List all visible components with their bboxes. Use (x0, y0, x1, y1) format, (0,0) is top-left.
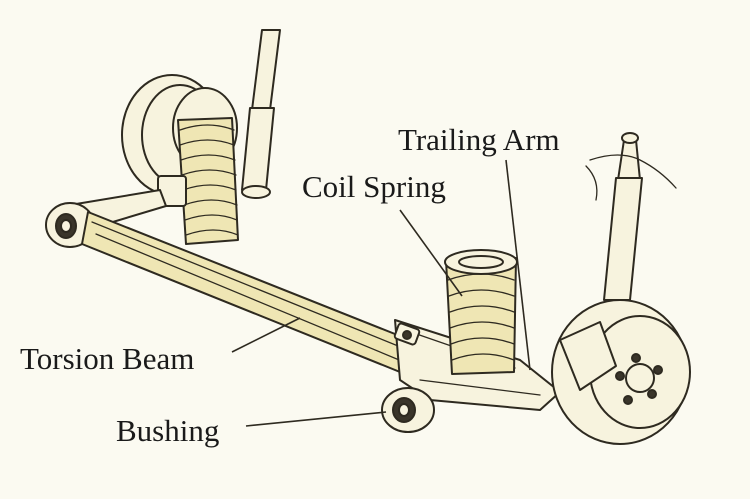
label-bushing: Bushing (116, 413, 220, 448)
label-trailing-arm: Trailing Arm (398, 122, 560, 157)
right-brake-drum (551, 299, 691, 445)
label-coil-spring: Coil Spring (302, 169, 446, 204)
right-shock-absorber (585, 132, 677, 301)
left-bushing (45, 202, 95, 248)
leader-coil-spring (399, 209, 463, 297)
leader-lines (231, 159, 531, 427)
label-torsion-beam: Torsion Beam (20, 341, 195, 376)
right-coil-spring (444, 249, 518, 375)
left-coil-spring (157, 117, 239, 245)
leader-bushing (245, 411, 387, 427)
right-bushing (381, 387, 435, 433)
leader-torsion-beam (231, 317, 301, 353)
leader-trailing-arm (505, 159, 531, 371)
left-shock-absorber (241, 29, 281, 199)
